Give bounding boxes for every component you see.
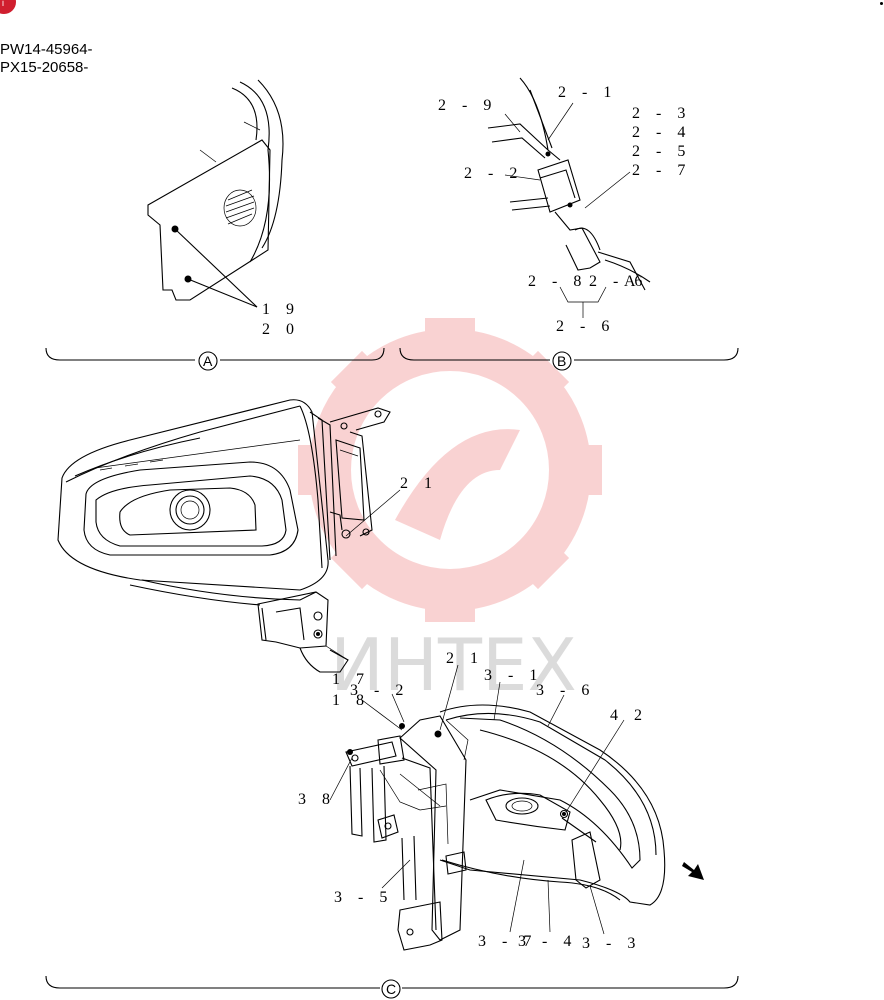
view-b-drawing: 2 - 1 2 - 9 2 - 3 2 - 4 2 - 5 2 - 7 2 - … [438,77,691,335]
view-c-label-3-3: 3 - 3 [582,935,641,952]
view-b-label-2-8: 2 - 8 [528,273,587,290]
view-a-drawing: 1 9 2 0 [147,79,300,338]
view-c-label-3-2: 3 - 2 [350,682,409,699]
view-c-label-17: 1 7 [332,671,370,688]
view-c-label-42: 4 2 [610,707,648,724]
view-a-badge [198,351,218,371]
view-c-label-3-6: 3 - 6 [536,682,595,699]
svg-text:i: i [2,0,4,8]
view-c-label-3-4: 3 - 4 [518,933,577,950]
view-b-label-2-9: 2 - 9 [438,97,497,114]
view-b-label-2-4: 2 - 4 [632,124,691,141]
view-a-label-20: 2 0 [262,321,300,338]
view-c-label-38: 3 8 [298,791,336,808]
gear-watermark-icon [298,318,602,622]
view-c-badge-text: C [386,981,396,997]
mirror-assembly-main [57,399,401,673]
direction-arrow-icon [682,862,704,880]
view-b-label-2-1: 2 - 1 [558,84,617,101]
mirror-assembly-lower [329,664,666,951]
view-b-label-2-2: 2 - 2 [464,165,523,182]
serial-number-2: PX15-20658- [0,59,89,76]
view-c-label-21-lower: 2 1 [446,650,484,667]
serial-number-1: PW14-45964- [0,41,93,58]
view-b-bracket [399,347,739,361]
watermark-text: ИНТЕХ [330,623,577,707]
view-a-label-19: 1 9 [262,301,300,318]
view-a-bracket [45,347,385,361]
view-b-label-2-5: 2 - 5 [632,143,691,160]
view-b-label-a: A [624,273,642,290]
view-c-label-21-upper: 2 1 [400,475,438,492]
view-b-label-2-7: 2 - 7 [632,162,691,179]
view-c-label-18: 1 8 [332,692,370,709]
view-b-label-2-6-upper: 2 - 6 [589,273,648,290]
view-c-badge [381,979,401,999]
view-b-badge [552,351,572,371]
brand-logo-icon: i [0,0,16,14]
view-c-label-3-7: 3 - 7 [478,933,537,950]
view-c-label-3-5: 3 - 5 [334,889,393,906]
view-c-label-3-1: 3 - 1 [484,667,543,684]
view-b-label-2-6: 2 - 6 [556,318,615,335]
view-b-label-2-3: 2 - 3 [632,105,691,122]
view-b-badge-text: B [557,353,566,369]
view-a-badge-text: A [203,353,213,369]
view-c-bracket [45,975,739,989]
corner-dot [880,2,883,5]
